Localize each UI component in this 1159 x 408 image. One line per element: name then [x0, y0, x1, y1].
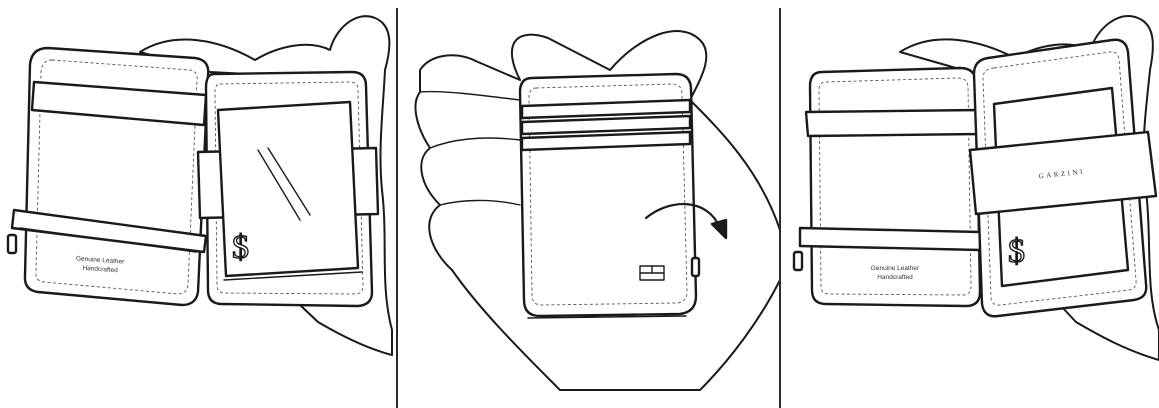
panel-open-wallet: Genuine Leather Handcrafted $	[8, 16, 392, 355]
wallet3-top-strap	[806, 110, 980, 136]
wallet3-clasp	[794, 252, 802, 270]
wallet-closed-clasp	[692, 258, 699, 276]
left-leaf-clasp	[8, 235, 16, 253]
wallet3-bottom-strap	[800, 228, 980, 250]
imprint-line2-panel3: Handcrafted	[877, 274, 913, 281]
dollar-sign-panel1: $	[232, 229, 249, 266]
panel-flip-wallet	[415, 31, 780, 390]
imprint-line1-panel3: Genuine Leather	[871, 265, 920, 272]
dollar-sign-panel3: $	[1008, 233, 1025, 270]
panel-closed-wallet: Genuine Leather Handcrafted $ GARZINI	[794, 16, 1159, 360]
